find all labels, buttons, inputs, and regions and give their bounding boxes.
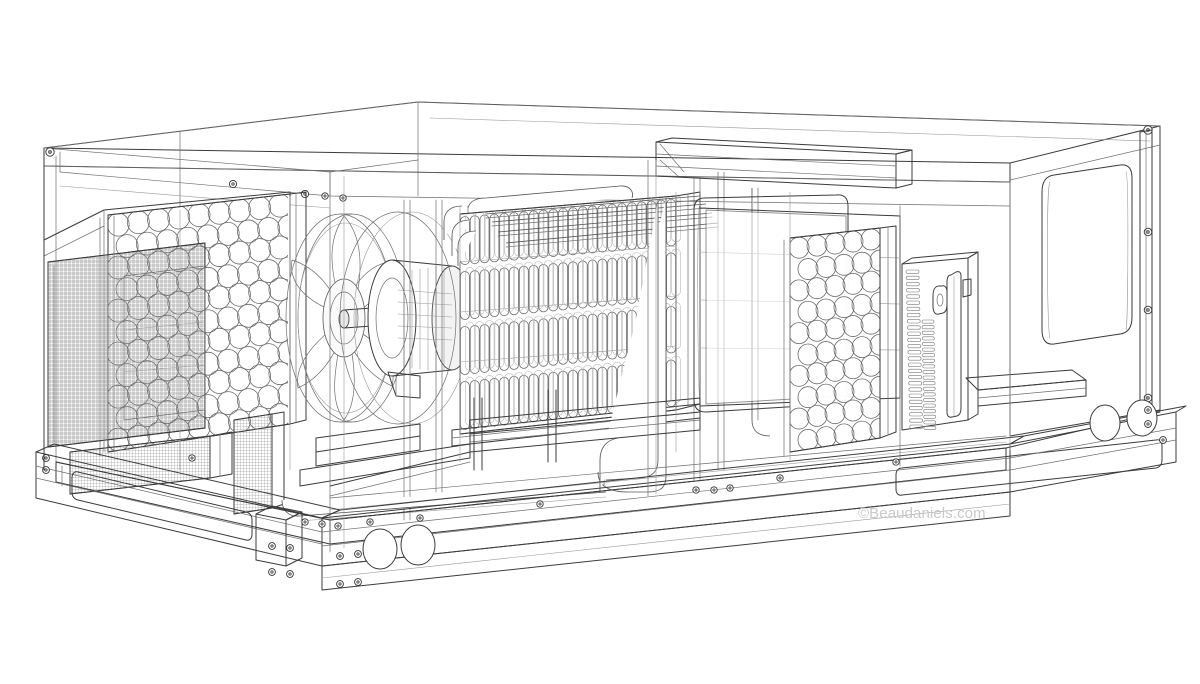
side-filter-column <box>233 411 285 515</box>
watermark: ©Beaudaniels.com <box>858 505 986 522</box>
louver-vents <box>905 269 937 430</box>
left-slanted-panel <box>43 191 291 471</box>
right-lower-shelf <box>965 369 1087 407</box>
access-door[interactable] <box>1041 164 1133 345</box>
control-panel[interactable] <box>901 251 979 431</box>
condenser-coil-right <box>783 225 897 457</box>
corner-post <box>1139 129 1153 421</box>
base-fastener-group <box>42 406 1167 588</box>
internal-support-frame <box>299 389 701 497</box>
evaporator-coil <box>451 191 701 447</box>
mid-partition <box>329 159 901 553</box>
front-panel-outlines <box>179 181 1011 471</box>
left-filter-grille <box>47 242 233 495</box>
